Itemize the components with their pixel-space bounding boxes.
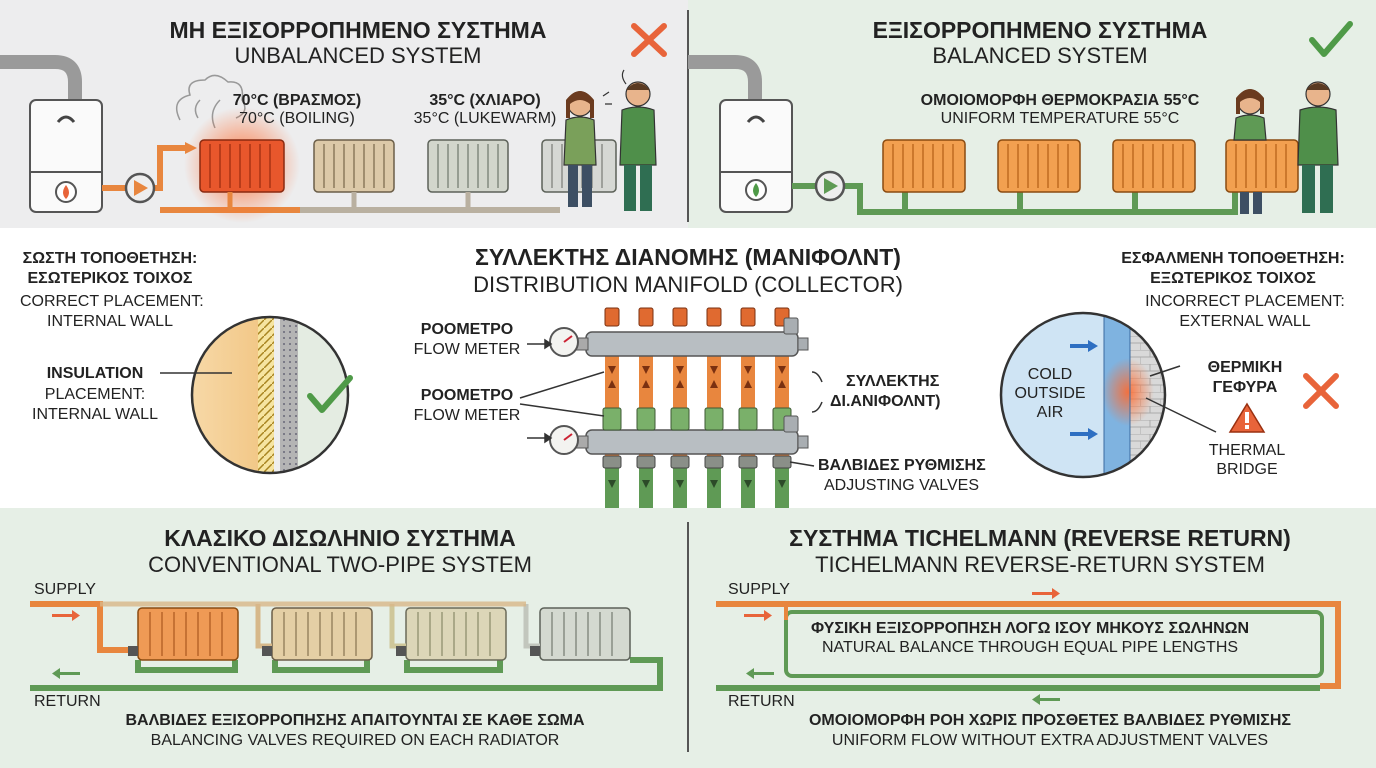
gauge-bottom <box>549 425 589 455</box>
collector-label-2: ΔΙ.ΑΝΙΦΟΛΝΤ) <box>830 393 941 410</box>
correct-title-en-2: INTERNAL WALL <box>47 313 173 330</box>
supply-header-bar <box>585 331 799 357</box>
placement-label-2: INTERNAL WALL <box>32 406 158 423</box>
radiator-hot <box>199 139 285 210</box>
manifold-assembly <box>549 307 809 508</box>
two-pipe-supply-label: SUPPLY <box>34 581 96 598</box>
cold-man-figure <box>619 69 657 211</box>
warning-icon <box>1228 402 1266 433</box>
flow-meter-top-en: FLOW METER <box>413 341 521 358</box>
radiator-balanced-2 <box>997 139 1081 193</box>
tichelmann-title-en: TICHELMANN REVERSE-RETURN SYSTEM <box>815 552 1265 577</box>
balanced-title-en: BALANCED SYSTEM <box>932 43 1148 68</box>
placement-label-1: PLACEMENT: <box>44 386 146 403</box>
unbalanced-title-en: UNBALANCED SYSTEM <box>234 43 482 68</box>
tichelmann-inner-gr: ΦΥΣΙΚΗ ΕΞΙΣΟΡΡΟΠΗΣΗ ΛΟΓΩ ΙΣΟΥ ΜΗΚΟΥΣ ΣΩΛ… <box>810 620 1250 637</box>
incorrect-title-gr-2: ΕΞΩΤΕΡΙΚΟΣ ΤΟΙΧΟΣ <box>1150 270 1316 287</box>
return-header-bar <box>585 429 799 455</box>
incorrect-title-gr-1: ΕΣΦΑΛΜΕΝΗ ΤΟΠΟΘΕΤΗΣΗ: <box>1121 250 1345 267</box>
insulation-label: INSULATION <box>46 365 144 382</box>
panel-bottom-right-bg <box>688 508 1376 768</box>
flow-meter-mid-en: FLOW METER <box>413 407 521 424</box>
pump-left <box>124 172 156 204</box>
tichelmann-note-en: UNIFORM FLOW WITHOUT EXTRA ADJUSTMENT VA… <box>831 732 1269 749</box>
tichelmann-inner-en: NATURAL BALANCE THROUGH EQUAL PIPE LENGT… <box>821 639 1239 656</box>
boiler-right <box>688 55 793 213</box>
uniform-temp-en: UNIFORM TEMPERATURE 55°C <box>940 110 1180 127</box>
radiator-balanced-3 <box>1112 139 1196 193</box>
happy-man-figure <box>1297 81 1339 213</box>
pump-right <box>814 170 846 202</box>
correct-title-gr-2: ΕΣΩΤΕΡΙΚΟΣ ΤΟΙΧΟΣ <box>27 270 193 287</box>
thermal-bridge-gr-2: ΓΕΦΥΡΑ <box>1212 379 1278 396</box>
radiator-warm <box>313 139 395 210</box>
cross-icon <box>631 23 667 57</box>
hot-temp-en: 70°C (BOILING) <box>239 110 355 127</box>
two-pipe-return-label: RETURN <box>34 693 101 710</box>
thermal-bridge-en-2: BRIDGE <box>1216 461 1278 478</box>
balanced-title-gr: ΕΞΙΣΟΡΡΟΠΗΜΕΝΟ ΣΥΣΤΗΜΑ <box>872 17 1208 43</box>
thermal-bridge-leaders <box>1145 365 1217 433</box>
incorrect-title-en-1: INCORRECT PLACEMENT: <box>1145 293 1345 310</box>
tichelmann-note-gr: ΟΜΟΙΟΜΟΡΦΗ ΡΟΗ ΧΩΡΙΣ ΠΡΟΣΘΕΤΕΣ ΒΑΛΒΙΔΕΣ … <box>808 712 1292 729</box>
cold-air-label-1: COLD <box>1027 366 1073 383</box>
happy-woman-figure <box>1233 89 1267 214</box>
gauge-top <box>549 327 589 357</box>
collector-label-1: ΣΥΛΛΕΚΤΗΣ <box>846 373 940 390</box>
correct-title-gr-1: ΣΩΣΤΗ ΤΟΠΟΘΕΤΗΣΗ: <box>22 250 198 267</box>
cold-air-arrows <box>1070 340 1098 440</box>
manifold-leaders <box>519 338 823 467</box>
thermal-bridge-gr-1: ΘΕΡΜΙΚΗ <box>1207 359 1283 376</box>
manifold-title-en: DISTRIBUTION MANIFOLD (COLLECTOR) <box>473 272 903 297</box>
two-pipe-title-en: CONVENTIONAL TWO-PIPE SYSTEM <box>148 552 532 577</box>
internal-wall-detail <box>190 315 350 475</box>
two-pipe-note-gr: ΒΑΛΒΙΔΕΣ ΕΞΙΣΟΡΡΟΠΗΣΗΣ ΑΠΑΙΤΟΥΝΤΑΙ ΣΕ ΚΑ… <box>125 712 585 729</box>
incorrect-title-en-2: EXTERNAL WALL <box>1179 313 1311 330</box>
two-pipe-return-line <box>30 657 663 691</box>
two-pipe-radiator-4 <box>523 604 631 661</box>
unbalanced-title-gr: ΜΗ ΕΞΙΣΟΡΡΟΠΗΜΕΝΟ ΣΥΣΤΗΜΑ <box>169 17 547 43</box>
warm-temp-gr: 35°C (ΧΛΙΑΡΟ) <box>429 92 541 109</box>
adjusting-valves-en: ADJUSTING VALVES <box>824 477 979 494</box>
hot-temp-gr: 70°C (ΒΡΑΣΜΟΣ) <box>232 92 362 109</box>
pipes-balanced <box>792 183 1238 215</box>
radiator-lukewarm <box>427 139 509 210</box>
flow-meter-top-gr: ΡΟΟΜΕΤΡΟ <box>420 321 514 338</box>
uniform-temp-gr: ΟΜΟΙΟΜΟΡΦΗ ΘΕΡΜΟΚΡΑΣΙΑ 55°C <box>920 92 1200 109</box>
two-pipe-radiator-1 <box>128 607 239 661</box>
radiator-balanced-1 <box>882 139 966 193</box>
two-pipe-radiator-3 <box>389 604 507 661</box>
supply-arrow-left <box>52 610 80 621</box>
manifold-title-gr: ΣΥΛΛΕΚΤΗΣ ΔΙΑΝΟΜΗΣ (ΜΑΝΙΦΟΛΝΤ) <box>475 244 901 270</box>
cross-icon-placement <box>1303 373 1339 409</box>
flow-meter-mid-gr: ΡΟΟΜΕΤΡΟ <box>420 387 514 404</box>
two-pipe-supply-line <box>30 601 133 653</box>
radiator-balanced-4 <box>1225 139 1299 193</box>
tichelmann-arrows <box>744 588 1060 705</box>
tichelmann-title-gr: ΣΥΣΤΗΜΑ TICHELMANN (REVERSE RETURN) <box>789 525 1291 551</box>
cold-air-label-2: OUTSIDE <box>1014 385 1086 402</box>
two-pipe-radiator-2 <box>255 604 373 661</box>
correct-title-en-1: CORRECT PLACEMENT: <box>20 293 204 310</box>
tichelmann-return-label: RETURN <box>728 693 795 710</box>
return-arrow-left <box>52 668 80 679</box>
cold-woman-figure <box>563 91 612 207</box>
check-icon <box>1309 21 1353 57</box>
tichelmann-loop <box>716 601 1341 691</box>
cold-air-label-3: AIR <box>1036 404 1064 421</box>
check-icon-placement <box>307 375 353 413</box>
tichelmann-supply-label: SUPPLY <box>728 581 790 598</box>
adjusting-valves-gr: ΒΑΛΒΙΔΕΣ ΡΥΘΜΙΣΗΣ <box>818 457 986 474</box>
two-pipe-note-en: BALANCING VALVES REQUIRED ON EACH RADIAT… <box>150 732 560 749</box>
warm-temp-en: 35°C (LUKEWARM) <box>413 110 557 127</box>
thermal-bridge-en-1: THERMAL <box>1208 442 1286 459</box>
boiler-left <box>0 55 103 213</box>
two-pipe-title-gr: ΚΛΑΣΙΚΟ ΔΙΣΩΛΗΝΙΟ ΣΥΣΤΗΜΑ <box>164 525 516 551</box>
